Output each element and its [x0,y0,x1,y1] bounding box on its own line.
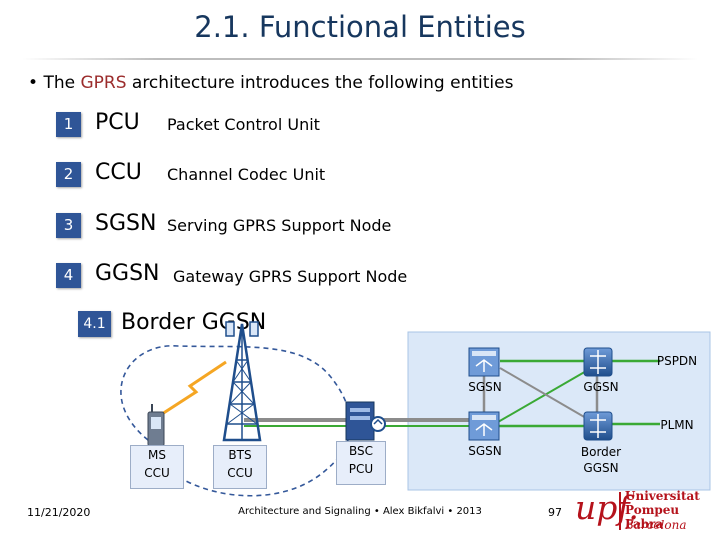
entity-number-4: 4 [56,263,81,288]
border-ggsn-label-line2: GGSN [583,461,619,475]
intro-highlight: GPRS [80,73,127,93]
bts-tower-icon [222,321,262,442]
border-ggsn-router-icon [583,411,613,441]
entity-abbr-ccu: CCU [95,160,142,185]
footer-date: 11/21/2020 [27,506,91,519]
mobile-station-icon [147,404,165,447]
logo-mark: upf. [575,488,639,527]
entity-number-4-1: 4.1 [78,311,111,337]
entity-number-3: 3 [56,213,81,238]
ggsn-top-router-icon [583,347,613,377]
logo-line-3: Barcelona [625,518,687,532]
sgsn-top-label: SGSN [468,380,502,394]
intro-bullet: • The GPRS architecture introduces the f… [28,73,513,93]
air-interface-link [161,360,227,416]
border-ggsn-label-line1: Border [580,445,622,459]
upf-logo: upf. Universitat Pompeu Fabra Barcelona [575,488,710,536]
bullet-mark: • [28,73,39,93]
logo-divider [619,492,621,530]
bsc-box: BSC PCU [336,441,386,485]
entity-desc-pcu: Packet Control Unit [167,115,320,134]
entity-desc-ggsn: Gateway GPRS Support Node [173,267,408,286]
intro-text-before: The [43,73,81,93]
border-ggsn-label: Border GGSN [566,444,636,476]
title-divider [22,58,698,60]
entity-abbr-sgsn: SGSN [95,211,157,236]
bsc-box-line2: PCU [348,462,374,476]
intro-text-after: architecture introduces the following en… [126,73,514,93]
ms-box-line2: CCU [144,466,170,480]
entity-abbr-pcu: PCU [95,110,140,135]
sgsn-top-node-icon [468,347,500,377]
logo-line-2: Pompeu Fabra [625,503,680,531]
logo-line-1: Universitat [625,489,700,503]
bts-box: BTS CCU [213,445,267,489]
ms-box-line1: MS [148,448,166,462]
bsc-server-icon [345,401,386,441]
entity-desc-sgsn: Serving GPRS Support Node [167,216,392,235]
bsc-box-line1: BSC [348,444,374,458]
entity-desc-ccu: Channel Codec Unit [167,165,326,184]
page-title: 2.1. Functional Entities [194,10,526,44]
ggsn-top-label: GGSN [583,380,619,394]
footer-credit: Architecture and Signaling • Alex Bikfal… [238,506,482,517]
entity-abbr-ggsn: GGSN [95,261,160,286]
radio-cell-outline [120,345,352,497]
page-number: 97 [548,506,562,519]
plmn-label: PLMN [660,418,694,432]
entity-number-2: 2 [56,162,81,187]
ms-box: MS CCU [130,445,184,489]
link-sgsn-top-border-grey [499,367,587,419]
pspdn-label: PSPDN [656,354,698,368]
core-network-region [407,331,711,491]
bts-box-line1: BTS [228,448,252,462]
entity-number-1: 1 [56,112,81,137]
link-sgsn-bottom-ggsn-top [497,369,589,423]
sgsn-bottom-label: SGSN [468,444,502,458]
bts-box-line2: CCU [227,466,253,480]
sgsn-bottom-node-icon [468,411,500,441]
